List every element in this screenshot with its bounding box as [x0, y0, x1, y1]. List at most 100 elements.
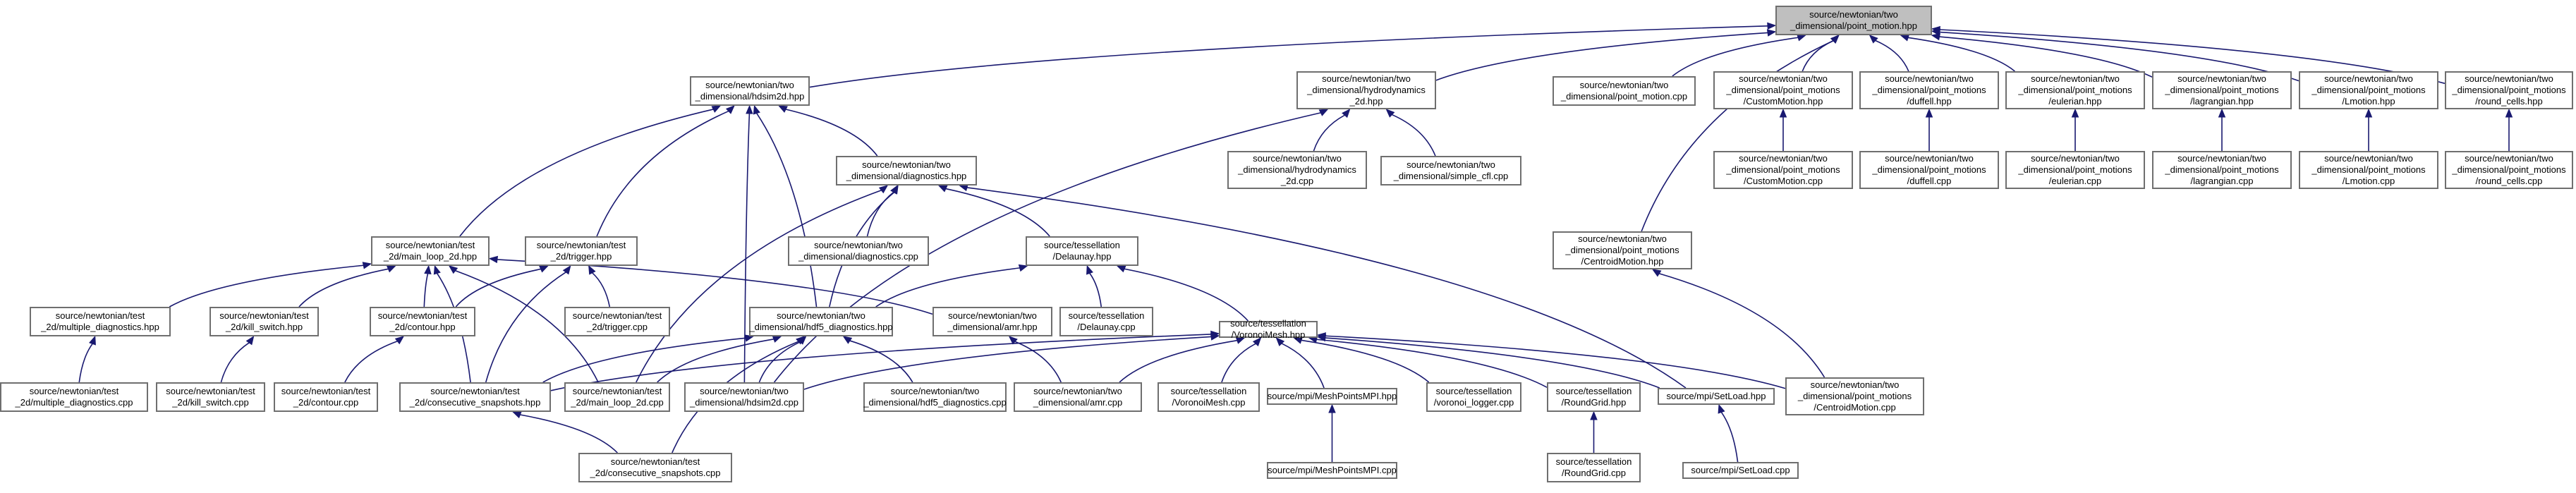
arrowhead-icon [1328, 403, 1336, 413]
arrowhead-icon [386, 265, 396, 273]
graph-node-contour-cpp[interactable]: source/newtonian/test _2d/contour.cpp [274, 382, 378, 412]
edge-centroid-hpp-to-root [1641, 40, 1834, 232]
graph-node-voronoi-cpp[interactable]: source/tessellation /VoronoiMesh.cpp [1158, 382, 1260, 412]
arrowhead-icon [1210, 333, 1220, 341]
graph-node-voronoi-hpp[interactable]: source/tessellation /VoronoiMesh.hpp [1219, 318, 1318, 340]
graph-node-main-loop-hpp[interactable]: source/newtonian/test _2d/main_loop_2d.h… [371, 236, 490, 266]
edge-centroid-cpp-to-centroid-hpp [1659, 273, 1825, 378]
edge-main-loop-cpp-to-hdf5-diag-hpp [657, 339, 774, 383]
arrowhead-icon [746, 104, 753, 114]
arrowhead-icon [2364, 108, 2373, 118]
graph-node-eulerian-cpp[interactable]: source/newtonian/two _dimensional/point_… [2005, 151, 2145, 189]
graph-node-centroid-hpp[interactable]: source/newtonian/two _dimensional/point_… [1553, 231, 1692, 269]
edge-setload-hpp-to-diagnostics-hpp [966, 187, 1687, 389]
graph-node-kill-switch-cpp[interactable]: source/newtonian/test _2d/kill_switch.cp… [156, 382, 265, 412]
graph-node-amr-cpp[interactable]: source/newtonian/two _dimensional/amr.cp… [1014, 382, 1142, 412]
graph-node-diagnostics-cpp[interactable]: source/newtonian/two _dimensional/diagno… [788, 236, 929, 266]
graph-node-roundgrid-hpp[interactable]: source/tessellation /RoundGrid.hpp [1547, 382, 1641, 412]
arrowhead-icon [588, 264, 596, 275]
graph-node-multi-diag-hpp[interactable]: source/newtonian/test _2d/multiple_diagn… [30, 307, 171, 336]
graph-node-hdsim2d-cpp[interactable]: source/newtonian/two _dimensional/hdsim2… [684, 382, 804, 412]
edge-diagnostics-hpp-to-hdsim2d-hpp [785, 109, 878, 157]
edge-simple-cfl-cpp-to-hydro2d-hpp [1392, 114, 1436, 157]
arrowhead-icon [725, 105, 735, 114]
arrowhead-icon [1316, 332, 1327, 340]
arrowhead-icon [424, 264, 432, 275]
arrowhead-icon [362, 262, 372, 269]
arrowhead-icon [245, 335, 255, 346]
arrowhead-icon [1767, 22, 1777, 30]
graph-node-delaunay-hpp[interactable]: source/tessellation /Delaunay.hpp [1026, 236, 1138, 266]
graph-node-root[interactable]: source/newtonian/two _dimensional/point_… [1775, 6, 1932, 35]
graph-node-lagrangian-hpp[interactable]: source/newtonian/two _dimensional/point_… [2152, 71, 2292, 109]
graph-node-voronoi-logger-cpp[interactable]: source/tessellation /voronoi_logger.cpp [1426, 382, 1521, 412]
edge-point-motion-cpp-to-root [1672, 37, 1799, 77]
edge-trigger-cpp-to-trigger-hpp [592, 272, 611, 308]
arrowhead-icon [1318, 109, 1329, 116]
graph-node-lmotion-hpp[interactable]: source/newtonian/two _dimensional/point_… [2299, 71, 2438, 109]
graph-node-hydro2d-cpp[interactable]: source/newtonian/two _dimensional/hydrod… [1227, 151, 1367, 189]
graph-node-trigger-cpp[interactable]: source/newtonian/test _2d/trigger.cpp [564, 307, 670, 336]
graph-node-custom-cpp[interactable]: source/newtonian/two _dimensional/point_… [1713, 151, 1853, 189]
edge-hdsim2d-cpp-to-voronoi-hpp [803, 336, 1212, 390]
graph-node-round-cells-cpp[interactable]: source/newtonian/two _dimensional/point_… [2445, 151, 2573, 189]
edge-kill-switch-hpp-to-main-loop-hpp [298, 268, 389, 308]
graph-node-hdsim2d-hpp[interactable]: source/newtonian/two _dimensional/hdsim2… [690, 76, 810, 106]
edge-hydro2d-hpp-to-root [1435, 32, 1768, 81]
edge-voronoi-logger-cpp-to-voronoi-hpp [1301, 339, 1430, 383]
graph-node-amr-hpp[interactable]: source/newtonian/two _dimensional/amr.hp… [932, 307, 1052, 336]
edge-consec-hpp-to-hdf5-diag-hpp [542, 337, 746, 383]
edge-hdsim2d-hpp-to-root [809, 25, 1768, 88]
edge-hydro2d-cpp-to-hydro2d-hpp [1313, 114, 1345, 152]
graph-node-delaunay-cpp[interactable]: source/tessellation /Delaunay.cpp [1059, 307, 1153, 336]
graph-node-eulerian-hpp[interactable]: source/newtonian/two _dimensional/point_… [2005, 71, 2145, 109]
graph-node-main-loop-cpp[interactable]: source/newtonian/test _2d/main_loop_2d.c… [564, 382, 670, 412]
graph-node-multi-diag-cpp[interactable]: source/newtonian/test _2d/multiple_diagn… [0, 382, 148, 412]
graph-node-trigger-hpp[interactable]: source/newtonian/test _2d/trigger.hpp [525, 236, 638, 266]
graph-node-round-cells-hpp[interactable]: source/newtonian/two _dimensional/point_… [2445, 71, 2573, 109]
graph-node-custom-hpp[interactable]: source/newtonian/two _dimensional/point_… [1713, 71, 1853, 109]
graph-node-kill-switch-hpp[interactable]: source/newtonian/test _2d/kill_switch.hp… [209, 307, 319, 336]
graph-node-meshpts-hpp[interactable]: source/mpi/MeshPointsMPI.hpp [1267, 388, 1397, 405]
graph-node-diagnostics-hpp[interactable]: source/newtonian/two _dimensional/diagno… [836, 156, 977, 185]
graph-node-meshpts-cpp[interactable]: source/mpi/MeshPointsMPI.cpp [1267, 462, 1397, 479]
graph-node-point-motion-cpp[interactable]: source/newtonian/two _dimensional/point_… [1553, 76, 1696, 106]
arrowhead-icon [488, 255, 499, 264]
arrowhead-icon [753, 104, 760, 115]
edge-hdsim2d-cpp-to-hdsim2d-hpp [743, 113, 751, 383]
graph-node-duffell-hpp[interactable]: source/newtonian/two _dimensional/point_… [1859, 71, 1999, 109]
arrowhead-icon [1830, 35, 1840, 44]
graph-node-consec-cpp[interactable]: source/newtonian/test _2d/consecutive_sn… [578, 453, 732, 482]
graph-node-setload-cpp[interactable]: source/mpi/SetLoad.cpp [1682, 462, 1799, 479]
arrowhead-icon [796, 336, 806, 345]
graph-node-contour-hpp[interactable]: source/newtonian/test _2d/contour.hpp [370, 307, 475, 336]
graph-node-hdf5-diag-cpp[interactable]: source/newtonian/two _dimensional/hdf5_d… [863, 382, 1007, 412]
edge-delaunay-cpp-to-delaunay-hpp [1089, 272, 1102, 308]
arrowhead-icon [1018, 264, 1028, 272]
edge-eulerian-hpp-to-root [1907, 37, 2015, 72]
graph-node-duffell-cpp[interactable]: source/newtonian/two _dimensional/point_… [1859, 151, 1999, 189]
edge-centroid-cpp-to-voronoi-hpp [1325, 335, 1786, 389]
graph-node-hydro2d-hpp[interactable]: source/newtonian/two _dimensional/hydrod… [1296, 71, 1436, 109]
graph-node-consec-hpp[interactable]: source/newtonian/test _2d/consecutive_sn… [399, 382, 551, 412]
graph-node-lmotion-cpp[interactable]: source/newtonian/two _dimensional/point_… [2299, 151, 2438, 189]
arrowhead-icon [1931, 25, 1940, 34]
graph-node-setload-hpp[interactable]: source/mpi/SetLoad.hpp [1658, 388, 1775, 405]
arrowhead-icon [394, 336, 405, 345]
arrowhead-icon [1385, 109, 1395, 118]
edge-main-loop-cpp-to-diagnostics-hpp [636, 190, 882, 383]
graph-node-hdf5-diag-hpp[interactable]: source/newtonian/two _dimensional/hdf5_d… [749, 307, 893, 336]
graph-node-simple-cfl-cpp[interactable]: source/newtonian/two _dimensional/simple… [1380, 156, 1521, 185]
edge-hdf5-diag-hpp-to-delaunay-hpp [875, 267, 1020, 308]
arrowhead-icon [89, 335, 96, 346]
edge-multi-diag-cpp-to-multi-diag-hpp [78, 343, 93, 383]
graph-node-centroid-cpp[interactable]: source/newtonian/two _dimensional/point_… [1785, 377, 1924, 415]
arrowhead-icon [842, 336, 853, 344]
graph-node-roundgrid-cpp[interactable]: source/tessellation /RoundGrid.cpp [1547, 453, 1641, 482]
arrowhead-icon [778, 105, 788, 113]
edge-voronoi-hpp-to-delaunay-hpp [1124, 268, 1249, 322]
edge-hdf5-diag-cpp-to-hdf5-diag-hpp [849, 340, 913, 383]
edge-diagnostics-cpp-to-diagnostics-hpp [866, 191, 894, 237]
graph-node-lagrangian-cpp[interactable]: source/newtonian/two _dimensional/point_… [2152, 151, 2292, 189]
edge-roundgrid-hpp-to-voronoi-hpp [1316, 339, 1548, 388]
